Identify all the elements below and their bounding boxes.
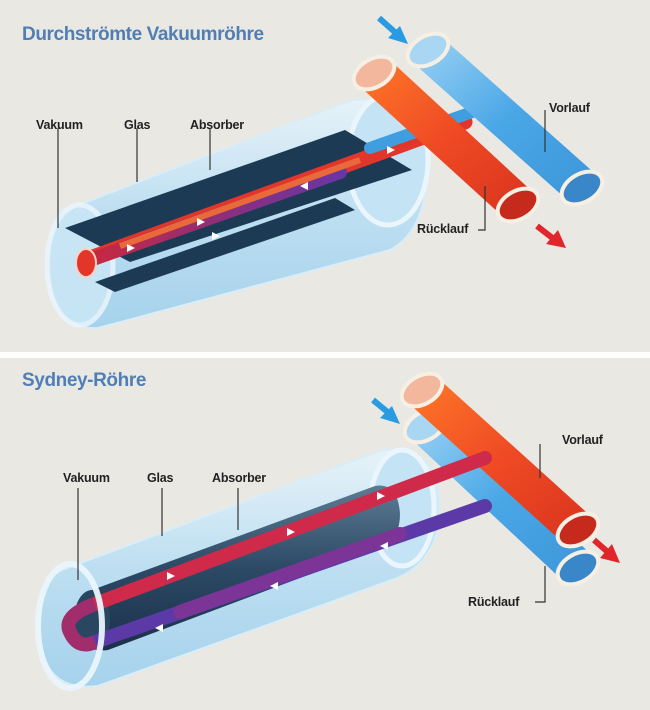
- sydney-tube-diagram: [0, 358, 650, 710]
- inflow-arrow: [373, 400, 400, 424]
- tube-pipe-end: [76, 249, 96, 277]
- label-vorlauf: Vorlauf: [549, 101, 590, 115]
- label-ruecklauf: Rücklauf: [417, 222, 468, 236]
- leader-line-ruecklauf: [535, 566, 545, 602]
- label-vorlauf: Vorlauf: [562, 433, 603, 447]
- flow-through-tube-diagram: [0, 0, 650, 352]
- panel-sydney-tube: Sydney-Röhre Vakuum Glas Absorber Vorlau…: [0, 358, 650, 710]
- inflow-arrow: [379, 18, 408, 44]
- label-ruecklauf: Rücklauf: [468, 595, 519, 609]
- panel-title: Durchströmte Vakuumröhre: [22, 24, 264, 46]
- outflow-arrow: [537, 226, 566, 248]
- label-vakuum: Vakuum: [36, 118, 83, 132]
- label-vakuum: Vakuum: [63, 471, 110, 485]
- label-glas: Glas: [124, 118, 150, 132]
- label-glas: Glas: [147, 471, 173, 485]
- panel-title: Sydney-Röhre: [22, 370, 146, 392]
- panel-flow-through-tube: Durchströmte Vakuumröhre Vakuum Glas Abs…: [0, 0, 650, 352]
- label-absorber: Absorber: [212, 471, 266, 485]
- label-absorber: Absorber: [190, 118, 244, 132]
